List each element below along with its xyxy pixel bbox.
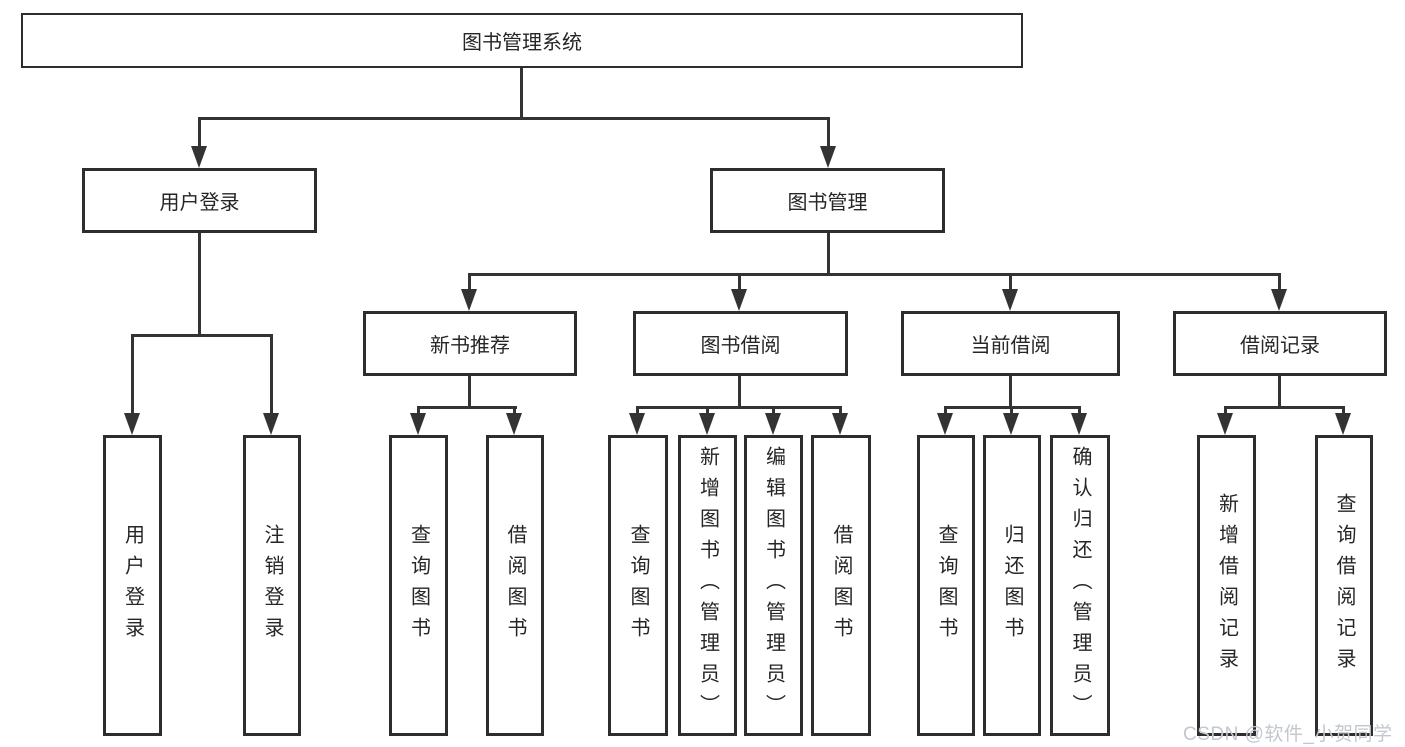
- node-new-book-recommend-label: 新书推荐: [430, 335, 510, 357]
- leaf-label: 编辑图书（管理员）: [762, 446, 785, 725]
- leaf-label: 借阅图书: [504, 523, 526, 648]
- arrowhead-br-query: [1335, 413, 1351, 435]
- node-leaf-add-borrow-record: 新增借阅记录: [1197, 435, 1256, 736]
- leaf-label: 注销登录: [261, 523, 283, 648]
- arrowhead-bb-edit: [765, 413, 781, 435]
- connector-book-management-stem: [827, 233, 830, 276]
- node-leaf-query-books-2: 查询图书: [608, 435, 668, 736]
- node-leaf-query-borrow-record: 查询借阅记录: [1315, 435, 1373, 736]
- leaf-label: 确认归还（管理员）: [1069, 446, 1091, 725]
- node-user-login-label: 用户登录: [159, 192, 240, 214]
- node-new-book-recommend: 新书推荐: [363, 311, 577, 376]
- connector-drop-nb-borrow: [513, 406, 516, 415]
- arrowhead-nb-query: [410, 413, 426, 435]
- arrowhead-br-add: [1217, 413, 1233, 435]
- arrowhead-leaf-login: [124, 413, 140, 435]
- arrowhead-leaf-logout: [263, 413, 279, 435]
- connector-root-branch: [198, 117, 830, 120]
- arrowhead-borrowing-records: [1271, 289, 1287, 311]
- arrowhead-bb-add: [699, 413, 715, 435]
- connector-drop-book-borrowing: [738, 273, 741, 290]
- leaf-label: 查询图书: [935, 523, 957, 648]
- node-user-login: 用户登录: [82, 168, 317, 233]
- arrowhead-current-borrowing: [1002, 289, 1018, 311]
- connector-borrowing-records-stem: [1278, 376, 1281, 409]
- connector-drop-br-query: [1342, 406, 1345, 415]
- arrowhead-bb-query: [629, 413, 645, 435]
- connector-drop-bb-query: [636, 406, 639, 415]
- node-leaf-borrow-books-1: 借阅图书: [486, 435, 544, 736]
- leaf-label: 查询图书: [407, 523, 430, 648]
- connector-current-borrowing-stem: [1009, 376, 1012, 409]
- connector-drop-new-book: [468, 273, 471, 290]
- connector-root-stem: [520, 66, 523, 119]
- connector-borrowing-records-branch: [1224, 406, 1345, 409]
- connector-drop-bb-add: [706, 406, 709, 415]
- connector-user-login-branch: [131, 334, 272, 337]
- connector-book-management-branch: [468, 273, 1281, 276]
- arrowhead-cb-confirm: [1071, 413, 1087, 435]
- arrowhead-book-management: [820, 146, 836, 168]
- node-borrowing-records: 借阅记录: [1173, 311, 1387, 376]
- arrowhead-cb-query: [937, 413, 953, 435]
- arrowhead-nb-borrow: [506, 413, 522, 435]
- leaf-label: 查询借阅记录: [1333, 492, 1355, 679]
- arrowhead-new-book: [461, 289, 477, 311]
- arrowhead-cb-return: [1003, 413, 1019, 435]
- leaf-label: 用户登录: [121, 523, 144, 648]
- node-root-label: 图书管理系统: [462, 32, 582, 54]
- node-book-management: 图书管理: [710, 168, 945, 233]
- connector-drop-bb-borrow: [839, 406, 842, 415]
- node-book-management-label: 图书管理: [787, 192, 868, 214]
- connector-drop-nb-query: [417, 406, 420, 415]
- node-leaf-borrow-books-2: 借阅图书: [811, 435, 871, 736]
- node-current-borrowing: 当前借阅: [901, 311, 1120, 376]
- connector-book-borrowing-leafbranch: [636, 406, 842, 409]
- connector-drop-user-login: [198, 117, 201, 147]
- connector-drop-book-management: [827, 117, 830, 147]
- node-root: 图书管理系统: [21, 13, 1023, 68]
- node-leaf-add-books-admin: 新增图书（管理员）: [678, 435, 737, 736]
- node-leaf-user-login: 用户登录: [103, 435, 162, 736]
- leaf-label: 新增图书（管理员）: [696, 446, 719, 725]
- leaf-label: 借阅图书: [830, 523, 852, 648]
- csdn-watermark: CSDN @软件_小贺同学: [1183, 724, 1393, 745]
- arrowhead-book-borrowing: [731, 289, 747, 311]
- connector-drop-leaf-logout: [270, 334, 273, 414]
- node-current-borrowing-label: 当前借阅: [970, 335, 1051, 357]
- node-leaf-query-books-1: 查询图书: [389, 435, 448, 736]
- node-borrowing-records-label: 借阅记录: [1240, 335, 1320, 357]
- connector-drop-br-add: [1224, 406, 1227, 415]
- node-leaf-return-books: 归还图书: [983, 435, 1041, 736]
- leaf-label: 新增借阅记录: [1215, 492, 1238, 679]
- connector-drop-current-borrowing: [1009, 273, 1012, 290]
- node-book-borrowing-label: 图书借阅: [700, 335, 781, 357]
- connector-drop-cb-return: [1010, 406, 1013, 415]
- connector-drop-leaf-login: [131, 334, 134, 414]
- leaf-label: 归还图书: [1001, 523, 1023, 648]
- arrowhead-user-login: [191, 146, 207, 168]
- node-leaf-query-books-3: 查询图书: [917, 435, 975, 736]
- node-leaf-confirm-return-admin: 确认归还（管理员）: [1050, 435, 1110, 736]
- connector-book-borrowing-stem: [738, 376, 741, 409]
- connector-user-login-stem: [198, 233, 201, 337]
- connector-drop-cb-confirm: [1078, 406, 1081, 415]
- node-leaf-edit-books-admin: 编辑图书（管理员）: [744, 435, 803, 736]
- connector-new-book-stem: [468, 376, 471, 409]
- arrowhead-bb-borrow: [832, 413, 848, 435]
- connector-new-book-branch: [417, 406, 517, 409]
- node-book-borrowing: 图书借阅: [633, 311, 848, 376]
- node-leaf-logout: 注销登录: [243, 435, 301, 736]
- connector-drop-cb-query: [944, 406, 947, 415]
- connector-drop-bb-edit: [772, 406, 775, 415]
- leaf-label: 查询图书: [627, 523, 649, 648]
- connector-drop-borrowing-records: [1278, 273, 1281, 290]
